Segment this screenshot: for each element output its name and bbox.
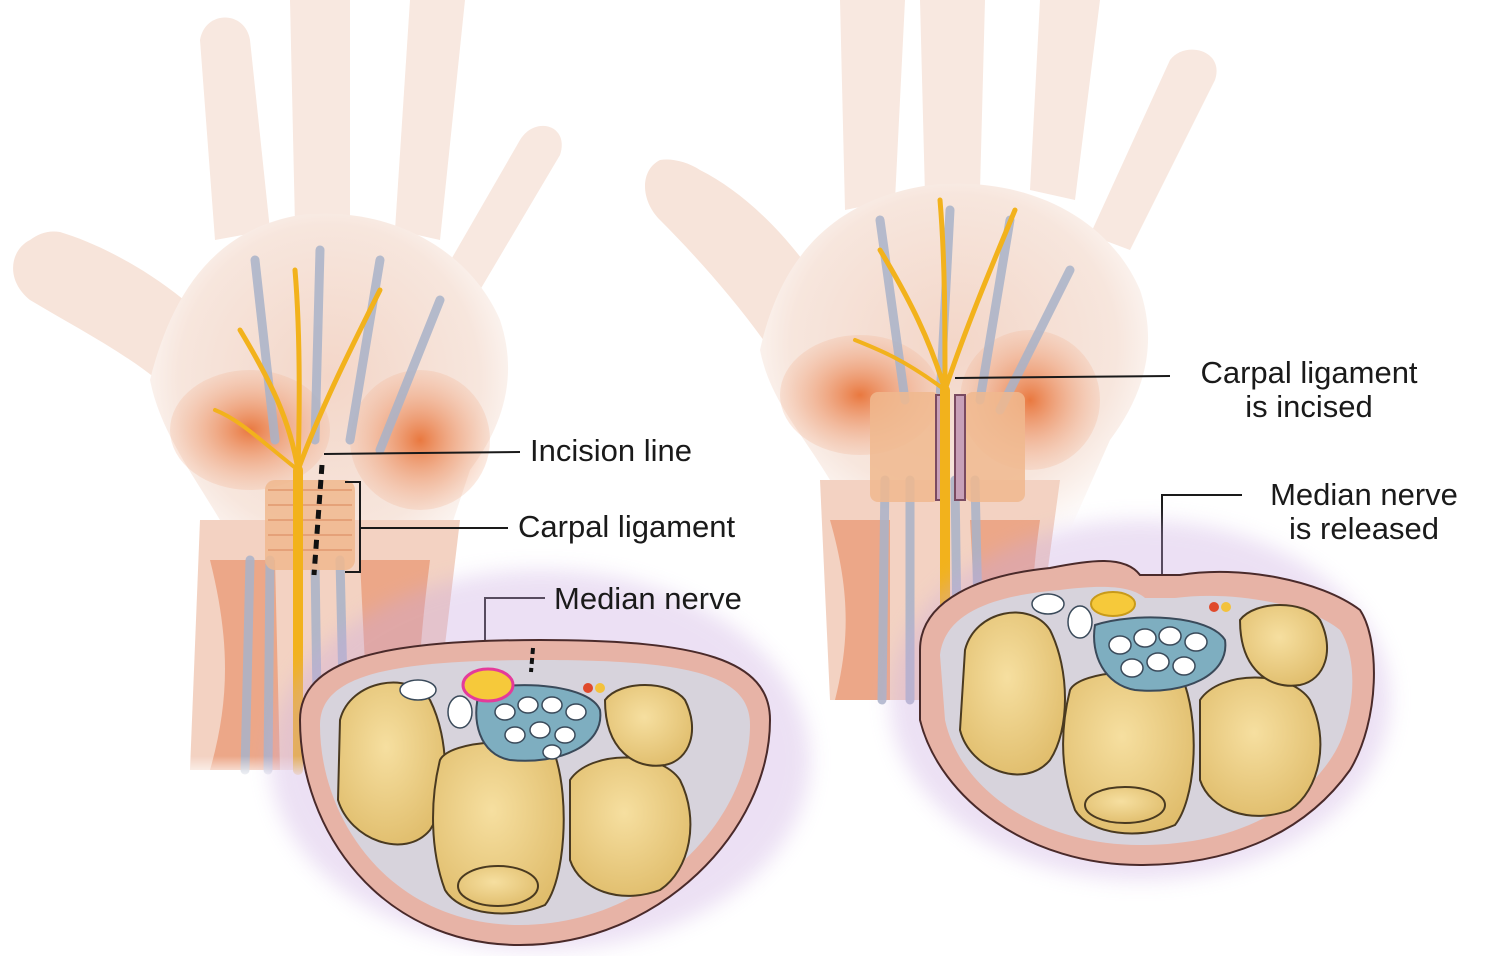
label-median-nerve-text: Median nerve xyxy=(554,581,742,616)
left-carpal-ligament xyxy=(265,480,355,570)
left-pisiform-bone xyxy=(603,684,694,767)
left-middle-finger xyxy=(290,0,350,225)
right-index-finger xyxy=(840,0,905,210)
right-carpal-ligament-left-half xyxy=(870,392,940,502)
label-carpal-ligament: Carpal ligament xyxy=(518,510,735,544)
right-middle-finger xyxy=(920,0,985,195)
right-carpal-ligament-right-half xyxy=(965,392,1025,502)
label-carpal-incised-line1: Carpal ligament xyxy=(1200,355,1418,390)
left-index-finger xyxy=(200,17,270,240)
label-carpal-incised-line2: is incised xyxy=(1245,389,1373,424)
left-median-nerve-section xyxy=(461,667,515,703)
left-hamate-bone xyxy=(569,756,692,897)
left-ring-finger xyxy=(395,0,465,240)
label-incision-line-text: Incision line xyxy=(530,433,692,468)
right-pinky-finger xyxy=(1090,49,1217,250)
label-median-nerve-released: Median nerve is released xyxy=(1256,478,1472,546)
label-incision-line: Incision line xyxy=(530,434,692,468)
left-hypothenar-muscle xyxy=(350,370,490,510)
left-scaphoid-bone xyxy=(336,681,446,846)
label-median-released-line1: Median nerve xyxy=(1270,477,1458,512)
label-median-released-line2: is released xyxy=(1289,511,1439,546)
right-cross-section xyxy=(890,520,1390,880)
left-pinky-finger xyxy=(445,125,562,290)
left-incision-line xyxy=(311,464,325,576)
leader-carpal-incised xyxy=(954,375,1171,379)
label-carpal-ligament-text: Carpal ligament xyxy=(518,509,736,544)
left-cross-section xyxy=(270,570,810,950)
leader-incision-line xyxy=(323,451,521,455)
right-median-nerve-section xyxy=(1090,591,1136,617)
right-ring-finger xyxy=(1030,0,1100,200)
label-median-nerve: Median nerve xyxy=(554,582,742,616)
label-carpal-ligament-incised: Carpal ligament is incised xyxy=(1184,356,1434,424)
